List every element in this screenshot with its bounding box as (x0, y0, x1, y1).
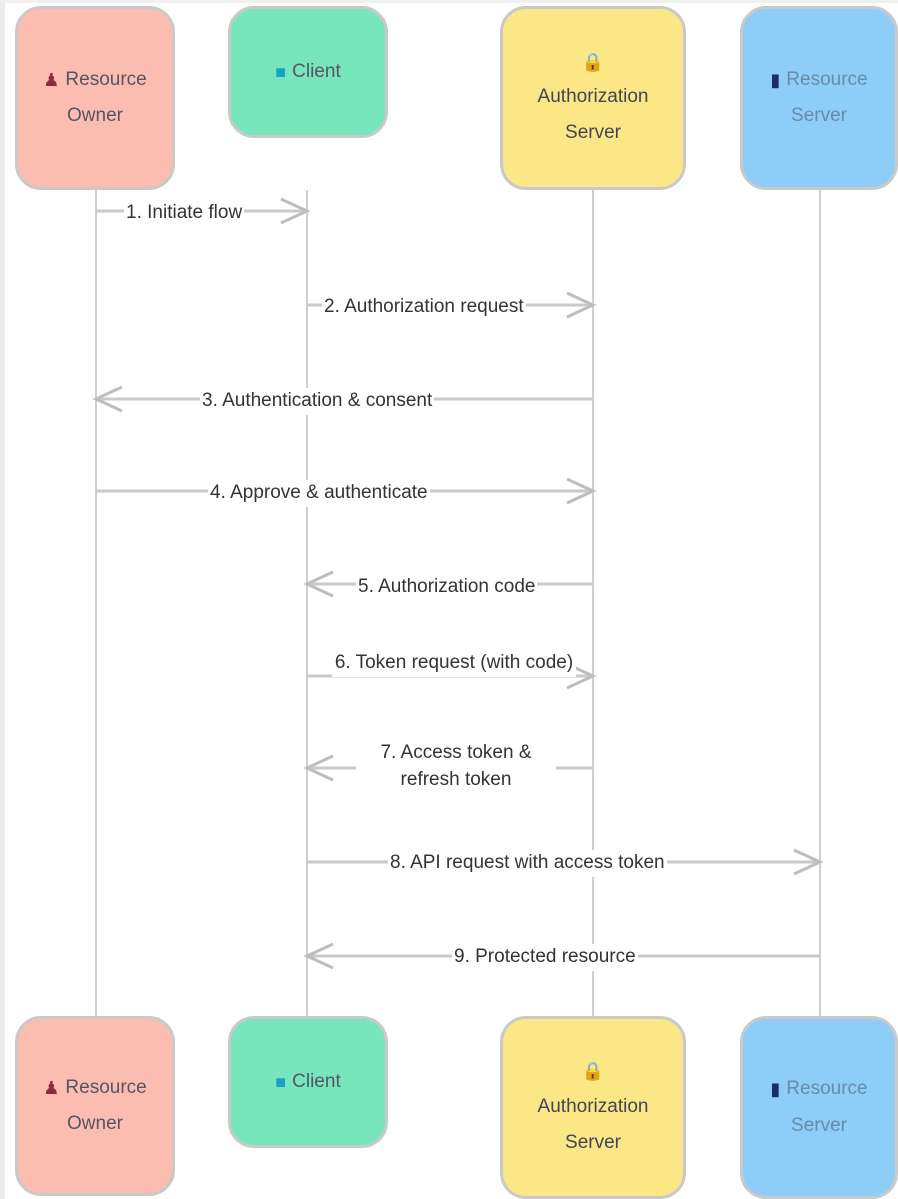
actor-authorization-server-bottom: 🔒 Authorization Server (500, 1016, 686, 1199)
lock-icon: 🔒 (581, 1061, 605, 1082)
message-label-9: 9. Protected resource (452, 944, 638, 971)
lifeline-resource-server (819, 190, 821, 1020)
message-label-2: 2. Authorization request (322, 294, 526, 321)
square-icon: ■ (275, 1071, 287, 1092)
actor-resource-owner-bottom: ♟Resource Owner (15, 1016, 175, 1196)
square-icon: ■ (275, 61, 287, 82)
actor-label: Authorization Server (537, 1095, 649, 1153)
arrowhead-9 (303, 942, 334, 970)
actor-label: Authorization Server (537, 86, 649, 144)
lifeline-resource-owner (95, 190, 97, 1020)
lifeline-client (306, 190, 308, 1020)
arrowhead-3 (92, 385, 123, 413)
arrowhead-2 (566, 291, 597, 319)
message-label-7: 7. Access token & refresh token (356, 740, 556, 794)
actor-label: Client (292, 1070, 341, 1092)
message-label-5: 5. Authorization code (356, 574, 538, 601)
message-label-1: 1. Initiate flow (124, 200, 245, 227)
actor-label: Resource Owner (65, 1076, 147, 1134)
person-icon: ♟ (43, 69, 60, 90)
server-icon: ▮ (770, 1079, 781, 1100)
arrowhead-4 (566, 477, 597, 505)
actor-label: Resource Owner (65, 68, 147, 126)
lifeline-authorization-server (592, 190, 594, 1020)
actor-resource-server-bottom: ▮Resource Server (740, 1016, 898, 1199)
frame-border-top (0, 0, 898, 3)
actor-authorization-server-top: 🔒 Authorization Server (500, 6, 686, 190)
person-icon: ♟ (43, 1077, 60, 1098)
message-label-6: 6. Token request (with code) (332, 650, 576, 677)
actor-label: Client (292, 60, 341, 82)
arrowhead-1 (280, 197, 311, 225)
server-icon: ▮ (770, 69, 781, 90)
actor-label: Resource Server (786, 1078, 868, 1136)
frame-border-left (0, 0, 5, 1199)
arrowhead-5 (303, 570, 334, 598)
actor-resource-owner-top: ♟Resource Owner (15, 6, 175, 190)
message-label-8: 8. API request with access token (388, 850, 667, 877)
message-label-4: 4. Approve & authenticate (208, 480, 430, 507)
actor-client-bottom: ■Client (228, 1016, 388, 1148)
arrowhead-7 (303, 754, 334, 782)
arrowhead-8 (793, 848, 824, 876)
lock-icon: 🔒 (581, 51, 605, 72)
message-label-3: 3. Authentication & consent (200, 388, 435, 415)
actor-client-top: ■Client (228, 6, 388, 138)
actor-label: Resource Server (786, 68, 868, 126)
actor-resource-server-top: ▮Resource Server (740, 6, 898, 190)
